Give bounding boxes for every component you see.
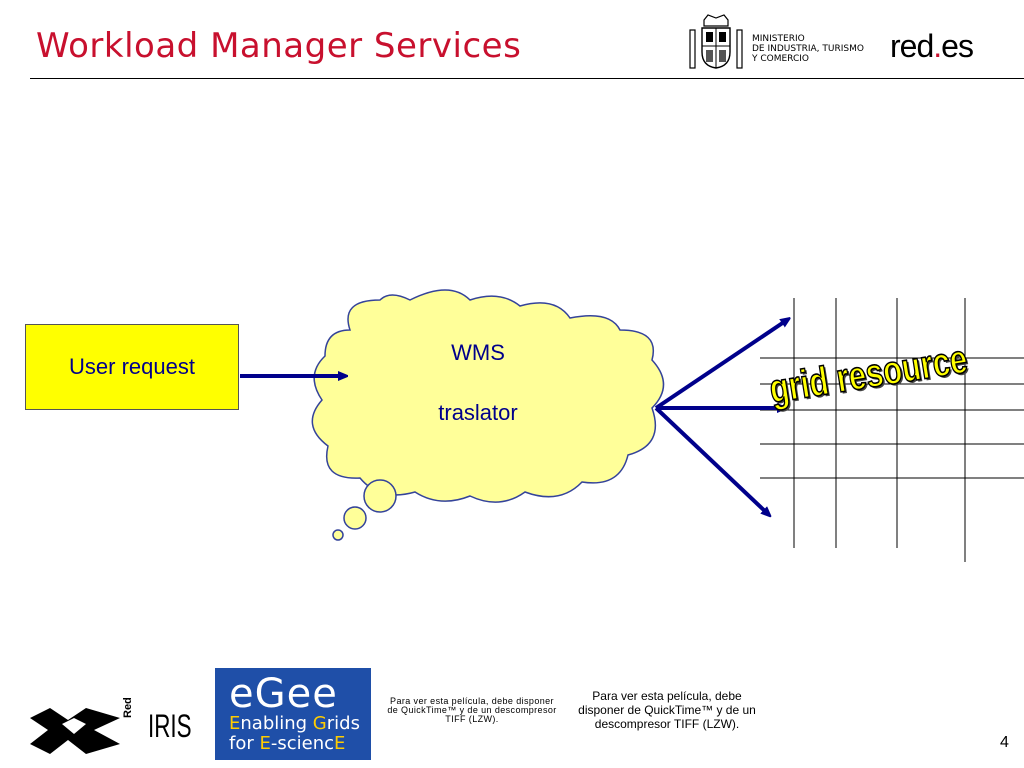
rede-dot: . [933, 28, 942, 64]
slide-title: Workload Manager Services [36, 26, 522, 66]
egee-logo: eGee Enabling Grids for E-sciencE [215, 668, 371, 760]
rediris-iris-text: IRIS [148, 708, 192, 744]
cloud-bubble-small [332, 529, 344, 541]
egee-tagline-line-1: Enabling Grids [229, 713, 360, 734]
spanish-coat-of-arms-icon [689, 14, 743, 69]
egee-wordmark: eGee [229, 671, 338, 717]
traslator-label: traslator [438, 400, 518, 425]
wms-label: WMS [451, 340, 505, 365]
wms-cloud [311, 289, 665, 503]
grid-lines [760, 298, 1024, 562]
quicktime-placeholder-large: Para ver esta película, debe disponer de… [578, 689, 756, 731]
red-es-logo: red.es [890, 28, 974, 65]
title-divider [30, 78, 1024, 79]
cloud-bubble-large [363, 479, 397, 513]
rede-suffix: es [941, 28, 974, 64]
quicktime-placeholder-small: Para ver esta película, debe disponer de… [387, 696, 557, 724]
rede-prefix: red [890, 28, 934, 64]
rediris-swirl-icon [30, 708, 120, 754]
ministry-line-1: MINISTERIO [752, 34, 805, 44]
rediris-red-text: Red [122, 697, 134, 718]
ministry-line-2: DE INDUSTRIA, TURISMO [752, 44, 864, 54]
ministry-line-3: Y COMERCIO [752, 54, 810, 64]
user-request-box: User request [25, 324, 239, 410]
cloud-bubble-medium [343, 506, 367, 530]
ministry-name: MINISTERIO DE INDUSTRIA, TURISMO Y COMER… [752, 34, 864, 64]
arrow-wms-to-grid-down [654, 406, 768, 514]
egee-tagline-line-2: for E-sciencE [229, 733, 346, 754]
arrow-wms-to-grid-up [654, 320, 787, 410]
user-request-label: User request [69, 354, 195, 379]
page-number: 4 [1000, 734, 1009, 751]
